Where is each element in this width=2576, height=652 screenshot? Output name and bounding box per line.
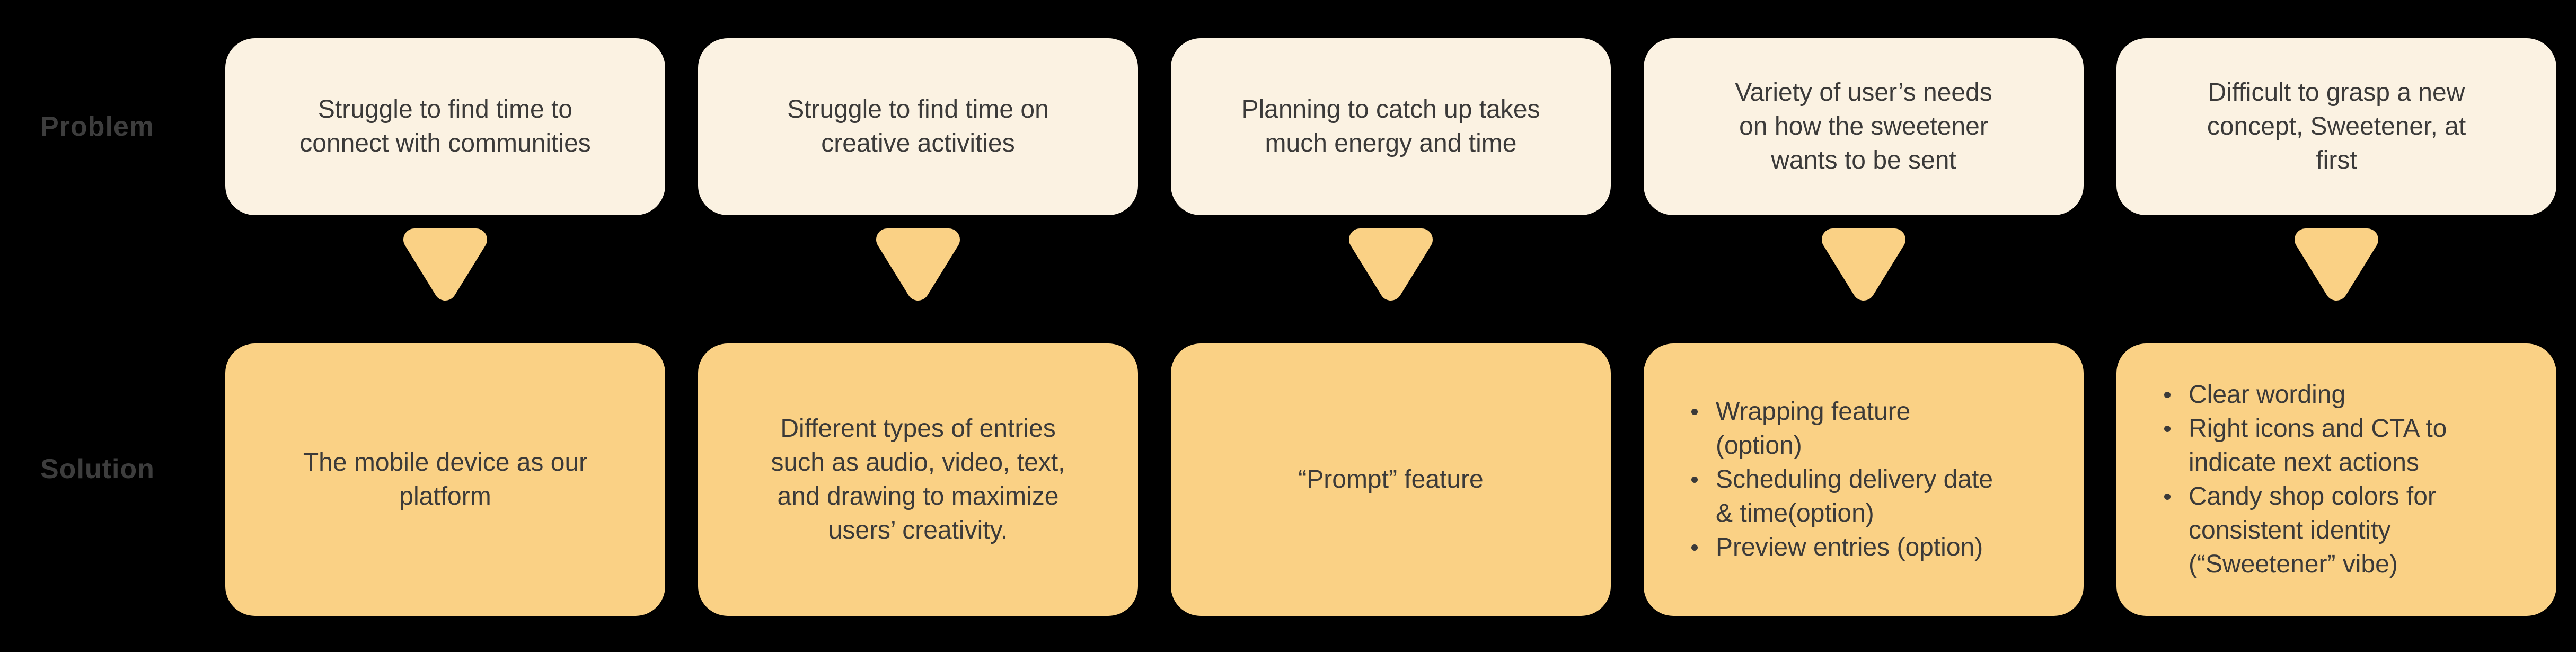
- problem-card-1: Struggle to find time to connect with co…: [225, 38, 665, 215]
- problem-card-2: Struggle to find time on creative activi…: [698, 38, 1138, 215]
- down-arrow-icon: [1822, 228, 1905, 301]
- problem-card-3: Planning to catch up takes much energy a…: [1171, 38, 1611, 215]
- bullet-item: Clear wording: [2163, 378, 2532, 412]
- problem-card-4: Variety of user’s needs on how the sweet…: [1644, 38, 2084, 215]
- problem-card-5-text: Difficult to grasp a new concept, Sweete…: [2207, 78, 2466, 174]
- solution-row-label: Solution: [40, 454, 155, 484]
- bullet-item: Right icons and CTA to indicate next act…: [2163, 412, 2532, 480]
- bullet-item: Wrapping feature (option): [1690, 395, 2059, 463]
- problem-row-label: Problem: [40, 111, 155, 142]
- arrow-cell-3: [1171, 215, 1611, 343]
- problem-card-2-text: Struggle to find time on creative activi…: [787, 95, 1049, 157]
- problem-row: Struggle to find time to connect with co…: [225, 38, 2556, 215]
- down-arrow-icon: [2295, 228, 2378, 301]
- arrow-cell-1: [225, 215, 665, 343]
- down-arrow-icon: [876, 228, 960, 301]
- down-arrow-icon: [1349, 228, 1433, 301]
- solution-card-3-text: “Prompt” feature: [1298, 465, 1484, 494]
- solution-card-4-bullets: Wrapping feature (option)Scheduling deli…: [1690, 395, 2059, 565]
- solution-card-4: Wrapping feature (option)Scheduling deli…: [1644, 343, 2084, 616]
- bullet-item: Preview entries (option): [1690, 531, 2059, 565]
- solution-card-2: Different types of entries such as audio…: [698, 343, 1138, 616]
- bullet-item: Scheduling delivery date & time(option): [1690, 463, 2059, 531]
- arrow-cell-2: [698, 215, 1138, 343]
- arrow-cell-4: [1644, 215, 2084, 343]
- problem-card-3-text: Planning to catch up takes much energy a…: [1241, 95, 1540, 157]
- solution-row: The mobile device as our platform Differ…: [225, 343, 2556, 616]
- arrow-cell-5: [2116, 215, 2556, 343]
- solution-card-1-text: The mobile device as our platform: [303, 448, 588, 510]
- problem-card-5: Difficult to grasp a new concept, Sweete…: [2116, 38, 2556, 215]
- solution-card-1: The mobile device as our platform: [225, 343, 665, 616]
- bullet-item: Candy shop colors for consistent identit…: [2163, 480, 2532, 581]
- solution-card-3: “Prompt” feature: [1171, 343, 1611, 616]
- solution-card-2-text: Different types of entries such as audio…: [771, 415, 1065, 544]
- arrow-row: [225, 215, 2556, 343]
- problem-card-4-text: Variety of user’s needs on how the sweet…: [1735, 78, 1992, 174]
- down-arrow-icon: [403, 228, 487, 301]
- problem-card-1-text: Struggle to find time to connect with co…: [299, 95, 591, 157]
